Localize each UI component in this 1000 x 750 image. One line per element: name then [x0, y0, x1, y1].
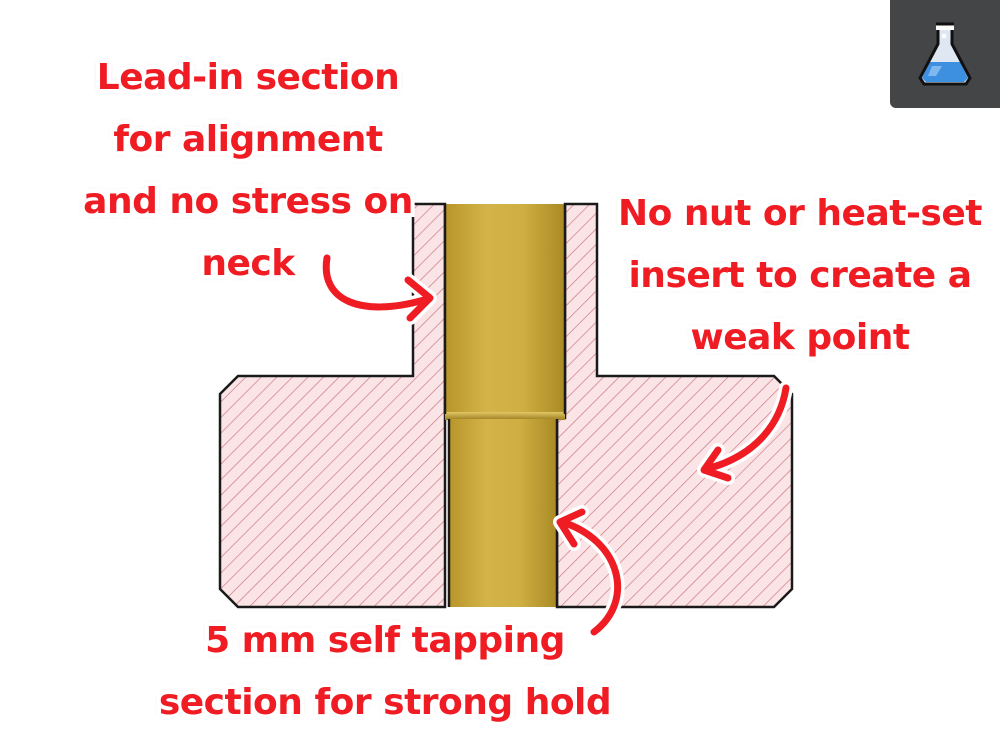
annotation-line: neck	[201, 243, 295, 284]
arrow-no-nut	[697, 381, 793, 485]
arrow-self-tapping	[553, 505, 625, 639]
annotation-self-tapping: 5 mm self tapping section for strong hol…	[150, 610, 620, 734]
annotation-line: and no stress on	[83, 181, 413, 222]
screw-step	[445, 412, 565, 420]
screw-lead-in-section	[445, 204, 565, 414]
annotation-line: weak point	[690, 317, 910, 358]
arrow-lead-in	[319, 251, 437, 325]
annotation-line: No nut or heat-set	[618, 193, 982, 234]
annotation-line: Lead-in section	[96, 57, 400, 98]
annotation-line: section for strong hold	[158, 682, 612, 723]
annotation-line: insert to create a	[628, 255, 972, 296]
annotation-no-nut: No nut or heat-set insert to create a we…	[612, 183, 988, 369]
flask-icon	[918, 22, 972, 86]
annotation-line: 5 mm self tapping	[205, 620, 565, 661]
annotation-line: for alignment	[113, 119, 383, 160]
annotation-lead-in: Lead-in section for alignment and no str…	[78, 47, 418, 295]
screw-self-tapping-section	[449, 419, 557, 607]
corner-badge	[890, 0, 1000, 108]
